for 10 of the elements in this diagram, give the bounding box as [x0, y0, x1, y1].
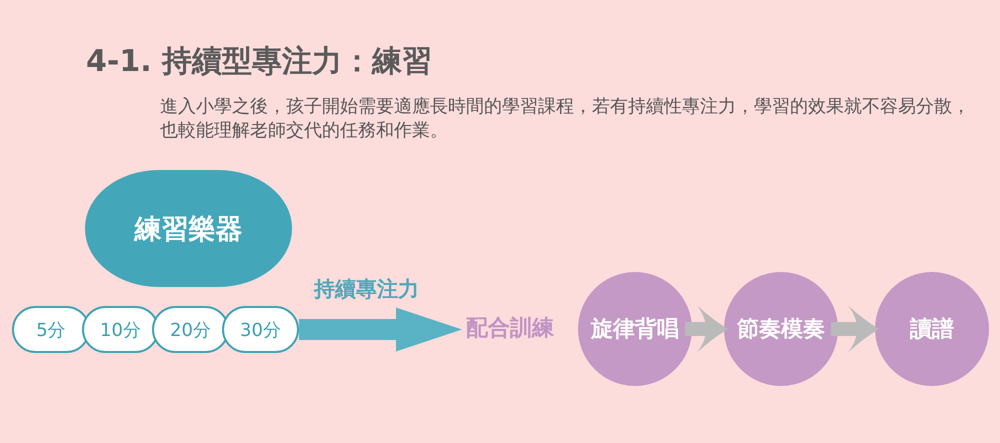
rounded-box: 練習樂器	[85, 170, 292, 287]
step-circle: 讀譜	[875, 272, 989, 386]
title: 4-1. 持續型專注力：練習	[86, 43, 432, 81]
step-circle: 旋律背唱	[578, 272, 692, 386]
step-label: 配合訓練	[462, 315, 554, 343]
time-pill: 30分	[222, 306, 299, 353]
intro-paragraph: 進入小學之後，孩子開始需要適應長時間的學習課程，若有持續性專注力，學習的效果就不容易分散，也較能理解老師交代的任務和作業。	[160, 95, 971, 143]
step-circle: 節奏模奏	[724, 272, 838, 386]
block-arrow	[299, 308, 462, 352]
edge-label: 持續專注力	[314, 276, 419, 302]
